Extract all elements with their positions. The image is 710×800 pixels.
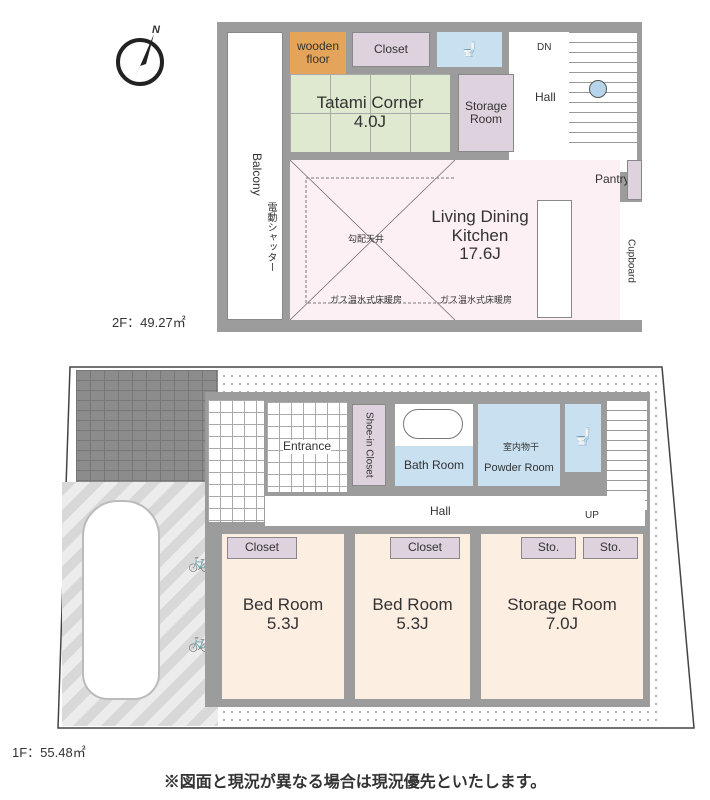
floor1-plan: Entrance Shoe-in Closet Bath Room 室内物干 P…	[205, 392, 650, 707]
storage-label: Storage Room	[464, 98, 508, 126]
bicycle-icon: 🚲	[188, 552, 211, 572]
room-label: Storage Room	[507, 595, 617, 614]
bath-label: Bath Room	[403, 458, 465, 473]
indoor-drying-label: 室内物干	[502, 442, 539, 452]
cupboard: Cupboard	[620, 202, 642, 320]
powder-room: 室内物干 Powder Room	[478, 404, 560, 486]
stairs-up-label: UP	[585, 510, 599, 521]
bath-room: Bath Room	[395, 404, 473, 486]
entrance-label: Entrance	[282, 439, 332, 454]
kitchen-counter	[537, 200, 572, 318]
car-icon	[82, 500, 160, 700]
pantry[interactable]	[627, 160, 642, 200]
toilet-icon: 🚽	[573, 429, 593, 447]
hall-2f: DN Hall	[509, 32, 637, 172]
storage-closet: Sto.	[521, 537, 576, 559]
footer-note: ※図面と現況が異なる場合は現況優先といたします。	[163, 774, 547, 791]
room-label: Bed Room	[372, 595, 453, 614]
electric-shutter-label: 電動シャッター	[265, 202, 276, 272]
tatami-size: 4.0J	[353, 112, 387, 131]
bicycle-icon: 🚲	[188, 632, 211, 652]
bathtub-icon	[403, 409, 463, 439]
floor2-plan: Balcony 電動シャッター wooden floor Closet 🚽 DN…	[217, 22, 642, 332]
wooden-floor: wooden floor	[290, 32, 346, 74]
tatami-label: Tatami Corner	[316, 93, 424, 113]
pantry-label: Pantry	[595, 172, 630, 186]
ldk-size: 17.6J	[459, 244, 501, 264]
balcony-label: Balcony	[250, 153, 265, 196]
sloped-ceiling-label: 勾配天井	[348, 234, 385, 244]
parking-space: 🚲 🚲	[62, 482, 218, 726]
balcony: Balcony	[227, 32, 283, 320]
storage-room-2f: Storage Room	[458, 74, 514, 152]
stairs-down-label: DN	[537, 42, 552, 53]
room-size: 5.3J	[266, 613, 300, 633]
powder-label: Powder Room	[484, 462, 554, 474]
floor-heating-label: ガス温水式床暖房	[440, 295, 513, 305]
floor-heating-label: ガス温水式床暖房	[330, 295, 403, 305]
paved-area	[76, 370, 218, 482]
room-label: Bed Room	[242, 595, 324, 614]
porch	[208, 400, 264, 522]
closet-2f: Closet	[352, 32, 430, 67]
toilet-icon: 🚽	[460, 40, 479, 57]
hall-label: Hall	[535, 90, 556, 104]
living-dining-kitchen: 勾配天井 ガス温水式床暖房 ガス温水式床暖房 Living Dining Kit…	[290, 160, 630, 320]
closet: Closet	[390, 537, 460, 559]
toilet-2f: 🚽	[437, 32, 502, 67]
north-compass-icon: N	[112, 24, 172, 88]
closet: Closet	[227, 537, 297, 559]
entrance: Entrance	[267, 402, 347, 492]
hall-label: Hall	[430, 504, 451, 518]
floor1-area-label: 1F：55.48㎡	[12, 745, 86, 760]
room-size: 7.0J	[545, 613, 579, 633]
room-size: 5.3J	[396, 613, 429, 633]
shoe-in-closet: Shoe-in Closet	[352, 404, 386, 486]
tatami-corner: Tatami Corner 4.0J	[290, 74, 450, 152]
staircase[interactable]	[607, 400, 647, 510]
ldk-label: Living Dining Kitchen	[431, 207, 529, 245]
water-heater-icon	[589, 80, 607, 98]
hall-1f: Hall UP	[265, 496, 645, 526]
storage-closet: Sto.	[583, 537, 638, 559]
toilet-1f: 🚽	[565, 404, 601, 472]
floor2-area-label: 2F：49.27㎡	[112, 315, 186, 330]
